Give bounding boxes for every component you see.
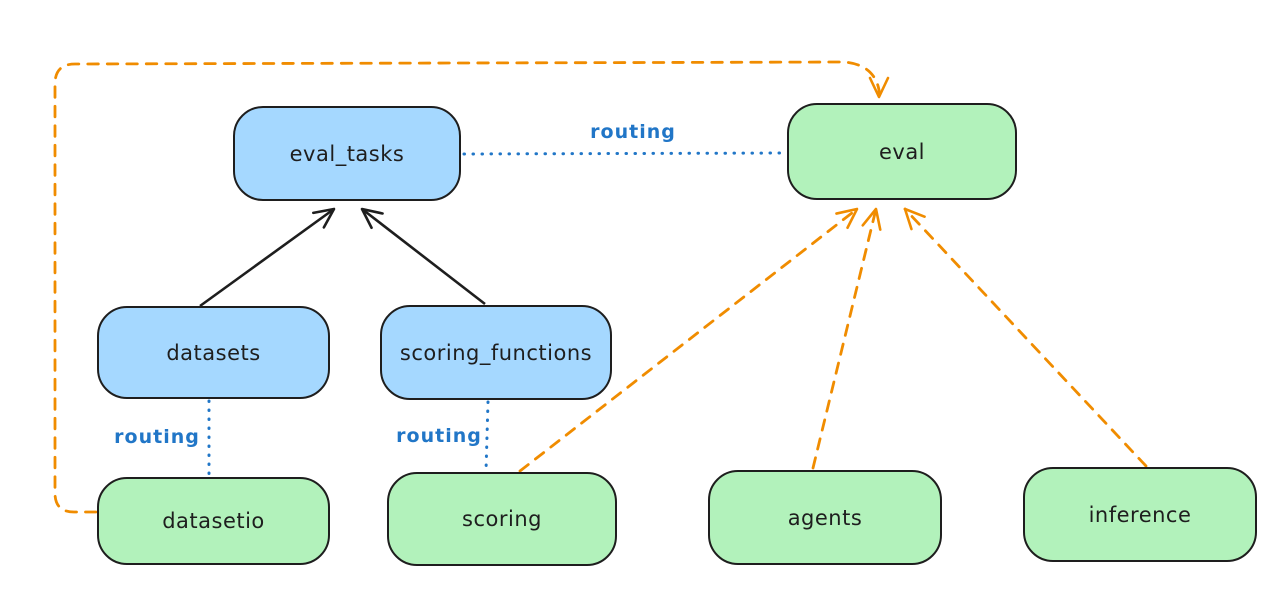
node-datasets-label: datasets: [166, 340, 261, 365]
node-scoring-label: scoring: [462, 507, 542, 531]
node-inference-label: inference: [1088, 502, 1192, 527]
node-eval-tasks: eval_tasks: [233, 106, 461, 201]
edge-label-routing-scoring-functions-scoring: routing: [396, 425, 482, 447]
node-agents: agents: [708, 470, 942, 565]
edge-scoring-functions-to-eval-tasks: [360, 207, 486, 306]
node-scoring-functions: scoring_functions: [380, 305, 612, 400]
node-eval: eval: [787, 103, 1017, 200]
node-scoring-functions-label: scoring_functions: [399, 340, 593, 365]
node-inference: inference: [1023, 467, 1257, 562]
node-eval-tasks-label: eval_tasks: [289, 141, 405, 166]
edge-label-routing-datasets-datasetio: routing: [114, 426, 200, 448]
node-agents-label: agents: [787, 505, 863, 530]
edge-routing-eval-tasks-to-eval: [462, 151, 788, 156]
edge-inference-to-eval: [903, 207, 1148, 468]
edge-datasets-to-eval-tasks: [199, 207, 336, 308]
edge-label-routing-eval-tasks-eval: routing: [590, 121, 676, 143]
node-datasets: datasets: [97, 306, 330, 399]
node-scoring: scoring: [387, 472, 617, 566]
edge-routing-scoring-functions-to-scoring: [484, 400, 490, 473]
node-eval-label: eval: [878, 139, 926, 164]
edge-agents-to-eval: [811, 207, 882, 470]
node-datasetio: datasetio: [97, 477, 330, 565]
node-datasetio-label: datasetio: [162, 509, 265, 533]
